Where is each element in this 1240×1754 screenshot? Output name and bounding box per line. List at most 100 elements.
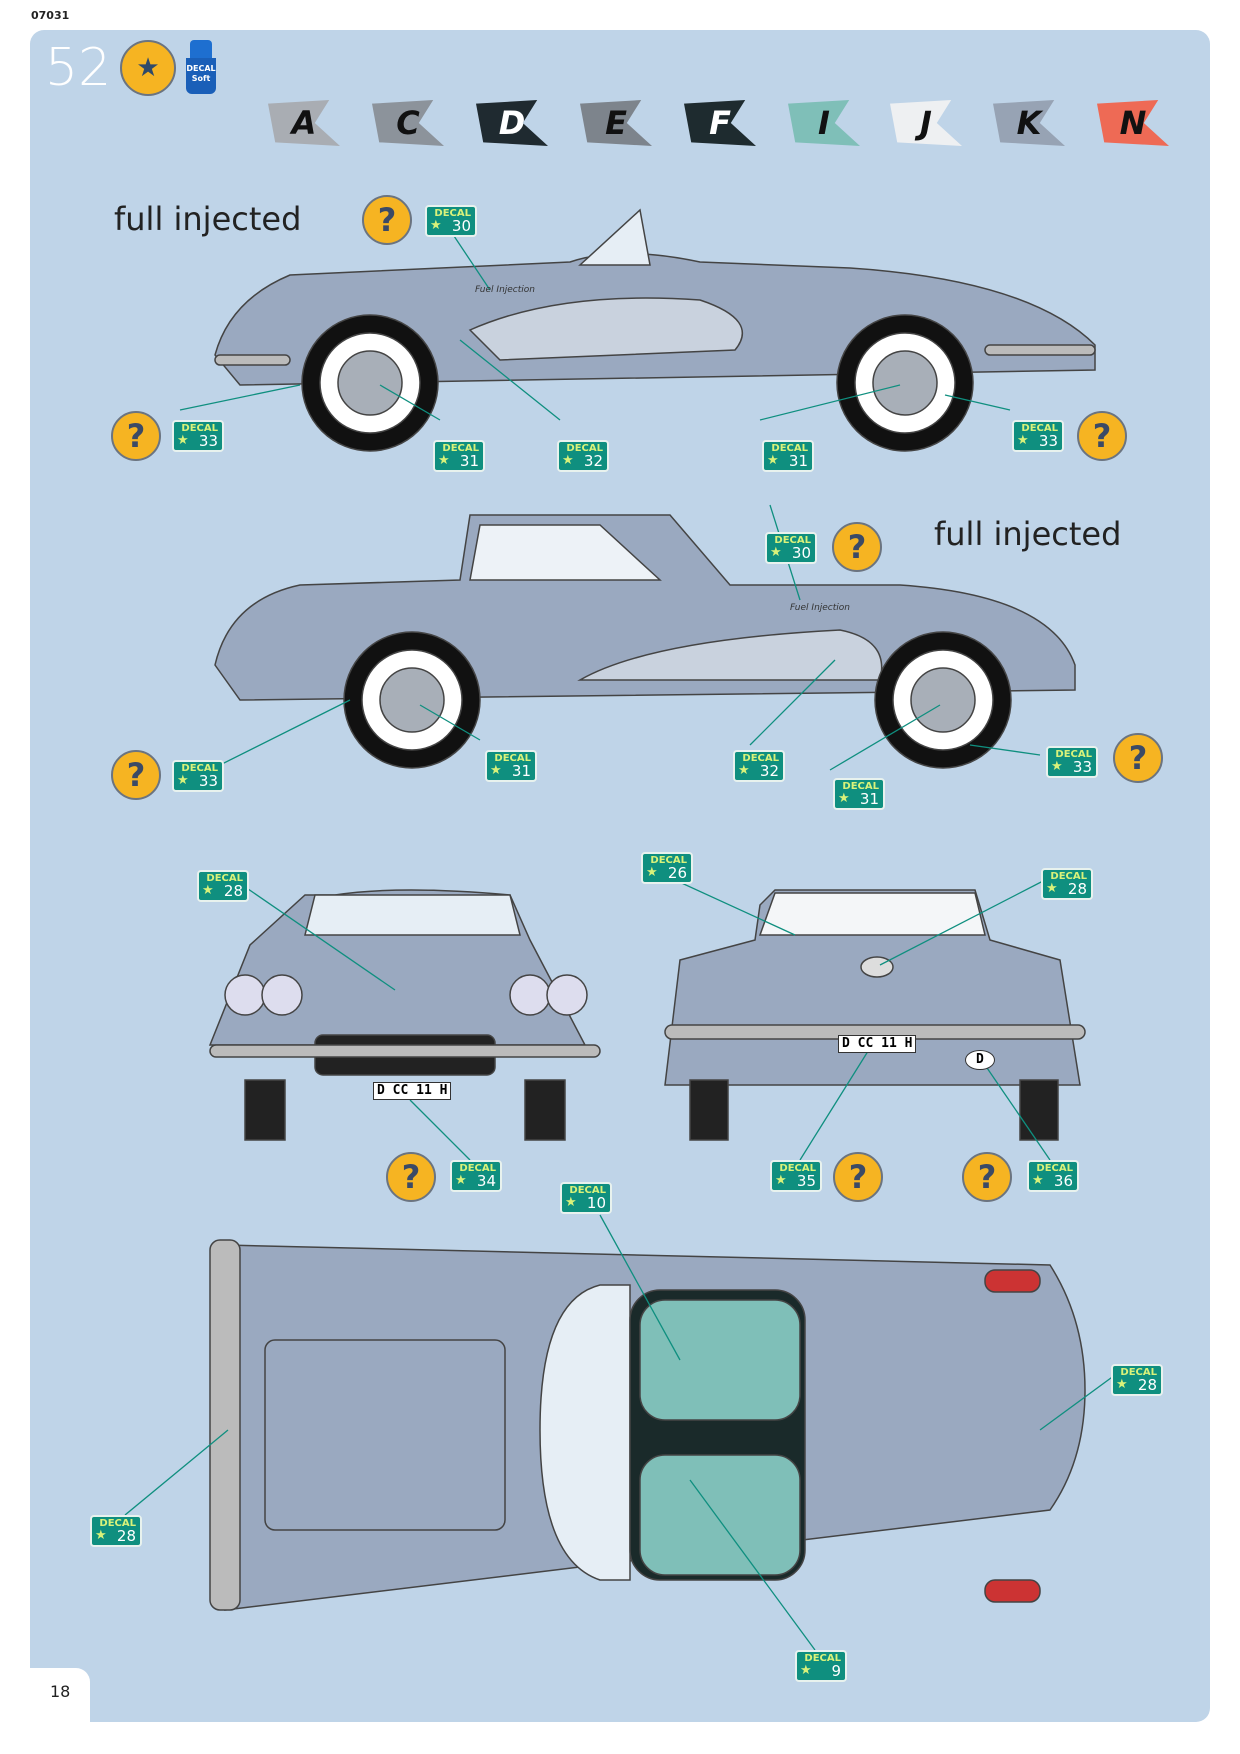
decal-word: DECAL [569, 1185, 606, 1196]
star-icon: ★ [738, 763, 750, 778]
question-mark-icon: ? [111, 750, 161, 800]
decal-number: 31 [459, 452, 479, 470]
color-flag-k: K [993, 100, 1065, 146]
decal-number: 32 [759, 762, 779, 780]
decal-number: 33 [1072, 758, 1092, 776]
decal-number: 30 [791, 544, 811, 562]
decal-word: DECAL [459, 1163, 496, 1174]
question-mark-icon: ? [1113, 733, 1163, 783]
decal-number: 35 [796, 1172, 816, 1190]
view-label: full injected [934, 515, 1122, 553]
kit-number: 07031 [31, 9, 70, 22]
star-icon: ★ [1046, 881, 1058, 896]
decal-number: 10 [586, 1194, 606, 1212]
country-oval: D [965, 1050, 995, 1070]
star-icon: ★ [438, 453, 450, 468]
question-mark-icon: ? [1077, 411, 1127, 461]
question-mark-icon: ? [962, 1152, 1012, 1202]
decal-number: 31 [859, 790, 879, 808]
decal-number: 28 [1067, 880, 1087, 898]
car-rear [664, 889, 1086, 1141]
view-label: full injected [114, 200, 302, 238]
decal-word: DECAL [842, 781, 879, 792]
question-mark-icon: ? [362, 195, 412, 245]
page-corner [30, 1668, 90, 1728]
star-icon: ★ [1032, 1173, 1044, 1188]
decal-word: DECAL [1055, 749, 1092, 760]
star-icon: ★ [1116, 1377, 1128, 1392]
star-icon: ★ [177, 433, 189, 448]
star-icon: ★ [646, 865, 658, 880]
decal-word: DECAL [774, 535, 811, 546]
car-side-left [214, 208, 1096, 452]
question-mark-icon: ? [832, 522, 882, 572]
car-top [209, 1239, 1086, 1611]
star-icon: ★ [202, 883, 214, 898]
decal-number: 33 [198, 772, 218, 790]
star-icon: ★ [1051, 759, 1063, 774]
star-icon: ★ [95, 1528, 107, 1543]
script-badge: Fuel Injection [790, 603, 850, 613]
star-icon: ★ [770, 545, 782, 560]
front-license-plate: D CC 11 H [373, 1082, 452, 1100]
decal-word: DECAL [99, 1518, 136, 1529]
decal-word: DECAL [650, 855, 687, 866]
question-mark-icon: ? [386, 1152, 436, 1202]
decal-word: DECAL [442, 443, 479, 454]
decal-number: 28 [116, 1527, 136, 1545]
decal-number: 34 [476, 1172, 496, 1190]
star-icon: ★ [430, 218, 442, 233]
decal-word: DECAL [779, 1163, 816, 1174]
question-mark-icon: ? [833, 1152, 883, 1202]
decal-word: DECAL [181, 423, 218, 434]
decal-number: 28 [1137, 1376, 1157, 1394]
decal-word: DECAL [742, 753, 779, 764]
decal-number: 31 [511, 762, 531, 780]
decal-number: 33 [198, 432, 218, 450]
star-icon: ★ [177, 773, 189, 788]
decal-word: DECAL [1050, 871, 1087, 882]
star-icon: ★ [838, 791, 850, 806]
star-icon: ★ [565, 1195, 577, 1210]
water-bath-icon: ★ [120, 40, 176, 96]
decal-word: DECAL [181, 763, 218, 774]
decal-number: 32 [583, 452, 603, 470]
decal-word: DECAL [1021, 423, 1058, 434]
decal-number: 9 [831, 1662, 841, 1680]
rear-license-plate: D CC 11 H [838, 1035, 917, 1053]
decal-word: DECAL [771, 443, 808, 454]
leader-lines [124, 214, 1116, 1651]
decal-number: 33 [1038, 432, 1058, 450]
decal-word: DECAL [434, 208, 471, 219]
decal-word: DECAL [566, 443, 603, 454]
decal-word: DECAL [206, 873, 243, 884]
question-mark-icon: ? [111, 411, 161, 461]
step-number: 52 [45, 38, 112, 98]
star-icon: ★ [767, 453, 779, 468]
decal-soft-bottle-icon: DECAL Soft [186, 40, 216, 94]
decal-number: 28 [223, 882, 243, 900]
decal-number: 31 [788, 452, 808, 470]
star-icon: ★ [562, 453, 574, 468]
star-icon: ★ [775, 1173, 787, 1188]
star-icon: ★ [800, 1663, 812, 1678]
